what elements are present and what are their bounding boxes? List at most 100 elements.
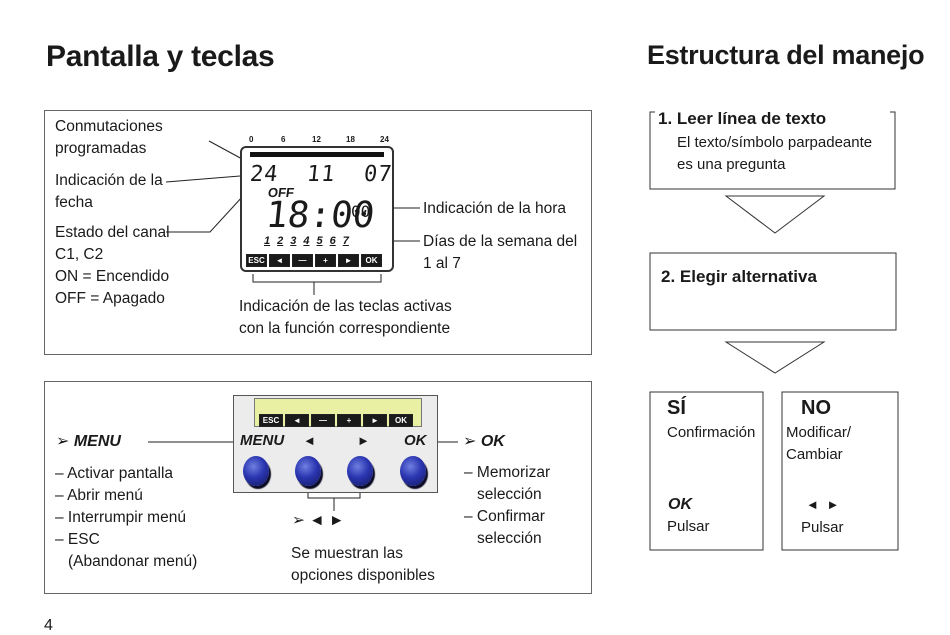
ok-items: – Memorizar selección – Confirmar selecc…: [464, 462, 550, 550]
left-key-button[interactable]: [295, 456, 321, 486]
si-text: Confirmación: [667, 424, 756, 441]
step2-number: 2.: [661, 267, 676, 286]
label-teclas: Indicación de las teclas activas con la …: [239, 296, 452, 340]
step1-text: El texto/símbolo parpadeante es una preg…: [677, 132, 872, 176]
label-line: Indicación de las teclas activas: [239, 298, 452, 315]
device-label-menu: MENU: [240, 432, 285, 449]
device-label-ok: OK: [404, 432, 427, 449]
arrows-text: Se muestran las opciones disponibles: [291, 543, 435, 587]
menu-item: – Interrumpir menú: [55, 509, 186, 526]
scale-tick: 0: [249, 135, 254, 144]
device-lcd-key: ►: [363, 414, 387, 427]
ok-heading: ➢ OK: [463, 433, 505, 450]
device-lcd-key: +: [337, 414, 361, 427]
label-line: Conmutaciones: [55, 118, 163, 135]
label-conmutaciones: Conmutaciones programadas: [55, 116, 163, 160]
day: 6: [329, 235, 336, 247]
label-line: con la función correspondiente: [239, 320, 451, 337]
ok-key-button[interactable]: [400, 456, 426, 486]
arrows-heading: ➢ ◄ ►: [292, 512, 345, 529]
label-line: OFF = Apagado: [55, 290, 165, 307]
device-lcd-key: OK: [389, 414, 413, 427]
menu-item: – Activar pantalla: [55, 465, 174, 482]
device-lcd-key: ◄: [285, 414, 309, 427]
lcd-key-minus: —: [292, 254, 313, 267]
no-line: Modificar/: [786, 424, 852, 441]
device-lcd-keys: ESC◄—+►OK: [259, 410, 415, 428]
menu-item: – Abrir menú: [55, 487, 143, 504]
si-key: OK: [668, 496, 692, 513]
day: 1: [264, 235, 271, 247]
label-line: programadas: [55, 140, 147, 157]
menu-key-button[interactable]: [243, 456, 269, 486]
day: 2: [277, 235, 284, 247]
lcd-program-bar: [250, 152, 384, 157]
day: 4: [303, 235, 310, 247]
device-label-right: ►: [357, 433, 370, 448]
ok-item: selección: [477, 530, 542, 547]
label-canal: Estado del canal C1, C2 ON = Encendido O…: [55, 222, 170, 310]
display-box: [44, 110, 592, 355]
no-action: Pulsar: [801, 519, 844, 536]
device-lcd-key: ESC: [259, 414, 283, 427]
si-action: Pulsar: [667, 518, 710, 535]
scale-tick: 24: [380, 135, 389, 144]
keys-box: [44, 381, 592, 594]
lcd-key-ok: OK: [361, 254, 382, 267]
day: 7: [342, 235, 349, 247]
menu-item: (Abandonar menú): [68, 553, 198, 570]
label-line: ON = Encendido: [55, 268, 170, 285]
step1-number: 1.: [658, 109, 673, 128]
day: 3: [290, 235, 297, 247]
no-line: Cambiar: [786, 446, 843, 463]
page-number: 4: [44, 617, 53, 634]
step1-heading: 1. Leer línea de texto: [658, 108, 826, 130]
device-lcd-key: —: [311, 414, 335, 427]
label-line: C1, C2: [55, 246, 104, 263]
menu-items: – Activar pantalla – Abrir menú – Interr…: [55, 463, 197, 573]
scale-tick: 18: [346, 135, 355, 144]
no-key: ◄ ►: [806, 497, 842, 512]
menu-item: – ESC: [55, 531, 100, 548]
lcd-scale: 0 6 12 18 24: [240, 135, 394, 145]
label-dias: Días de la semana del 1 al 7: [423, 231, 577, 275]
device-label-left: ◄: [303, 433, 316, 448]
step1-title: Leer línea de texto: [676, 109, 827, 128]
label-line: Estado del canal: [55, 224, 170, 241]
lcd-key-row: ESC◄—+►OK: [246, 250, 384, 268]
lcd-seconds: 00: [351, 202, 371, 221]
right-key-button[interactable]: [347, 456, 373, 486]
label-line: 1 al 7: [423, 255, 461, 272]
step2-heading: 2. Elegir alternativa: [661, 266, 817, 288]
step1-line: es una pregunta: [677, 156, 786, 173]
no-text: Modificar/ Cambiar: [786, 422, 851, 466]
label-hora: Indicación de la hora: [423, 200, 567, 217]
menu-heading: ➢ MENU: [56, 433, 121, 450]
ok-item: selección: [477, 486, 542, 503]
lcd-key-right: ►: [338, 254, 359, 267]
step1-line: El texto/símbolo parpadeante: [677, 134, 873, 151]
label-fecha: Indicación de la fecha: [55, 170, 163, 214]
day: 5: [316, 235, 323, 247]
ok-item: – Confirmar: [464, 508, 545, 525]
page-title-left: Pantalla y teclas: [46, 40, 275, 73]
lcd-key-left: ◄: [269, 254, 290, 267]
arrows-line: opciones disponibles: [291, 567, 435, 584]
lcd-key-esc: ESC: [246, 254, 267, 267]
step2-title: Elegir alternativa: [679, 267, 817, 286]
lcd-key-plus: +: [315, 254, 336, 267]
scale-tick: 12: [312, 135, 321, 144]
label-line: fecha: [55, 194, 93, 211]
page-title-right: Estructura del manejo: [647, 40, 925, 70]
label-line: Días de la semana del: [423, 233, 578, 250]
label-line: Indicación de la: [55, 172, 163, 189]
scale-tick: 6: [281, 135, 286, 144]
arrows-line: Se muestran las: [291, 545, 403, 562]
no-heading: NO: [801, 397, 831, 419]
lcd-display: [240, 146, 394, 272]
ok-item: – Memorizar: [464, 464, 551, 481]
si-heading: SÍ: [667, 397, 686, 419]
